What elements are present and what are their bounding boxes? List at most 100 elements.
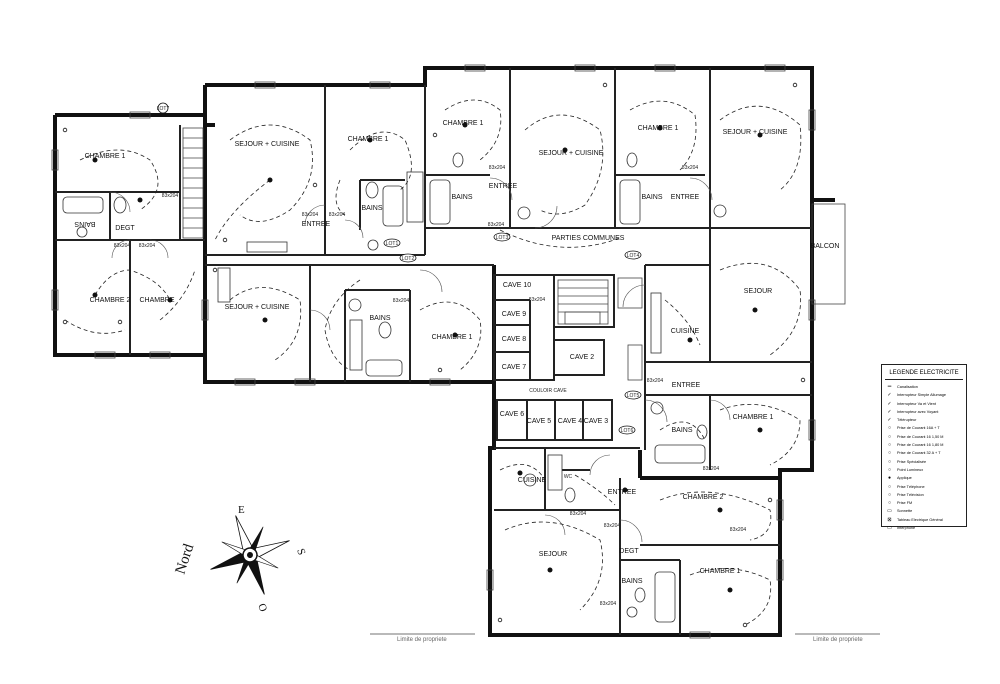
room-label-entree-south: ENTREE xyxy=(608,489,637,496)
legend-list: ═Canalisation✓Interrupteur Simple Alluma… xyxy=(882,383,966,532)
room-labels: CHAMBRE 1 DEGT BAINS CHAMBRE 2 CHAMBRE S… xyxy=(74,120,839,585)
door-tag: 83x204 xyxy=(730,527,747,533)
compass-south-label: S xyxy=(294,547,307,557)
door-tag: 83x204 xyxy=(329,212,346,218)
room-label-bains-d: BAINS xyxy=(369,315,390,322)
property-boundary: Limite de propriete Limite de propriete xyxy=(370,633,880,643)
legend-item-label: Prise de Courant 16 1,50 M xyxy=(897,434,944,439)
room-label-bains-south: BAINS xyxy=(621,578,642,585)
compass-west-label: O xyxy=(255,602,269,614)
room-label-entree-a: ENTREE xyxy=(302,221,331,228)
room-label-bains-west: BAINS xyxy=(74,220,95,227)
room-label-entree-east: ENTREE xyxy=(672,382,701,389)
legend-symbol-icon: ○ xyxy=(887,466,892,473)
room-label-entree-b: ENTREE xyxy=(489,183,518,190)
room-label-cave8: CAVE 8 xyxy=(502,336,526,343)
room-label-bains-a: BAINS xyxy=(361,205,382,212)
legend-symbol-icon: ⊠ xyxy=(887,516,892,523)
lot-tag-5: LOT5 xyxy=(627,393,640,399)
room-label-sejour-cuisine-4: SEJOUR + CUISINE xyxy=(225,304,290,311)
room-label-degt-west: DEGT xyxy=(115,225,135,232)
legend-item-label: Prise de Courant 32 A + T xyxy=(897,451,941,456)
legend-item-label: Tableau Electrique Général xyxy=(897,517,943,522)
legend-item: ○ Prise de Courant 32 A + T xyxy=(885,449,963,457)
legend-item-label: Interphone xyxy=(897,526,916,531)
legend-symbol-icon: ○ xyxy=(887,442,892,449)
room-label-degt-south: DEGT xyxy=(619,548,639,555)
room-label-wc-south: WC xyxy=(564,474,573,480)
lot-tag-2: LOT2 xyxy=(402,256,415,262)
legend-item: ○ Point Lumineux xyxy=(885,466,963,474)
room-label-chambre-west: CHAMBRE xyxy=(139,297,174,304)
legend-item: ○ Prise de Courant 16 1,80 M xyxy=(885,441,963,449)
room-label-cave7: CAVE 7 xyxy=(502,364,526,371)
legend-item-label: Prise Spécialisée xyxy=(897,459,927,464)
legend-item-label: Prise Télévision xyxy=(897,492,924,497)
room-label-cave4: CAVE 4 xyxy=(558,418,582,425)
windows xyxy=(51,64,816,639)
room-label-chambre1-a: CHAMBRE 1 xyxy=(348,136,389,143)
room-label-chambre1-b: CHAMBRE 1 xyxy=(443,120,484,127)
interior-walls xyxy=(55,68,812,635)
door-tag: 83x204 xyxy=(162,193,179,199)
legend-item: ▭ Interphone xyxy=(885,524,963,532)
door-tag: 83x204 xyxy=(647,378,664,384)
room-label-parties-communes: PARTIES COMMUNES xyxy=(552,235,625,242)
lot-tag-4: LOT4 xyxy=(627,253,640,259)
legend-symbol-icon: ▭ xyxy=(887,525,892,532)
legend-item: ▭Sonnette xyxy=(885,507,963,515)
lot-tags: LOT1 LOT2 LOT3 LOT4 LOT5 LOT6 LOT7 xyxy=(157,102,642,435)
door-tag: 83x204 xyxy=(489,165,506,171)
legend-item: ○ Prise Télévision xyxy=(885,491,963,499)
room-label-balcon: BALCON xyxy=(811,243,840,250)
legend-item-label: Prise Téléphone xyxy=(897,484,925,489)
electrical-wiring xyxy=(64,99,802,626)
room-label-cuisine-south: CUISINE xyxy=(518,477,547,484)
door-tag: 83x204 xyxy=(393,298,410,304)
legend-item-label: Applique xyxy=(897,476,912,481)
room-label-sejour-cuisine-1: SEJOUR + CUISINE xyxy=(235,141,300,148)
door-tag: 83x204 xyxy=(302,212,319,218)
room-label-cave9: CAVE 9 xyxy=(502,311,526,318)
legend-symbol-icon: ▭ xyxy=(887,508,892,515)
room-label-entree-c: ENTREE xyxy=(671,194,700,201)
room-label-chambre2-south: CHAMBRE 2 xyxy=(683,494,724,501)
legend-symbol-icon: ○ xyxy=(887,491,892,498)
legend-item: ⊠ Tableau Electrique Général xyxy=(885,516,963,524)
door-tag: 83x204 xyxy=(529,297,546,303)
legend-symbol-icon: ○ xyxy=(887,450,892,457)
door-tag: 83x204 xyxy=(570,511,587,517)
legend-item-label: Prise de Courant 16A + T xyxy=(897,426,940,431)
lot-tag-7: LOT7 xyxy=(157,106,170,112)
compass-rose xyxy=(210,515,290,595)
legend-item: ═Canalisation xyxy=(885,383,963,391)
door-tag: 83x204 xyxy=(139,243,156,249)
room-label-chambre1-west: CHAMBRE 1 xyxy=(85,153,126,160)
room-label-chambre1-east: CHAMBRE 1 xyxy=(733,414,774,421)
legend-symbol-icon: ○ xyxy=(887,425,892,432)
room-label-cave2: CAVE 2 xyxy=(570,354,594,361)
legend-item-label: Prise FM xyxy=(897,501,913,506)
legend-title: LEGENDE ELECTRICITE xyxy=(885,367,963,380)
room-label-sejour-cuisine-3: SEJOUR + CUISINE xyxy=(723,129,788,136)
door-tag: 83x204 xyxy=(682,165,699,171)
legend-item-label: Prise de Courant 16 1,80 M xyxy=(897,443,944,448)
legend-item: ✓Télérupteur xyxy=(885,416,963,424)
room-label-bains-b: BAINS xyxy=(451,194,472,201)
legend-item: ○Prise FM xyxy=(885,499,963,507)
stairs xyxy=(182,127,643,381)
room-label-sejour-east: SEJOUR xyxy=(744,288,772,295)
legend-symbol-icon: ═ xyxy=(887,384,892,390)
legend-item: ●Applique xyxy=(885,474,963,482)
room-label-bains-east: BAINS xyxy=(671,427,692,434)
legend-item-label: Point Lumineux xyxy=(897,467,924,472)
boundary-label-right: Limite de propriete xyxy=(813,637,863,643)
legend-symbol-icon: ○ xyxy=(887,433,892,440)
boundary-label-left: Limite de propriete xyxy=(397,637,447,643)
room-label-chambre2-west: CHAMBRE 2 xyxy=(90,297,131,304)
legend-symbol-icon: ✓ xyxy=(887,400,892,407)
legend-symbol-icon: ✓ xyxy=(887,392,892,399)
door-swings xyxy=(109,177,731,543)
door-tag: 83x204 xyxy=(703,466,720,472)
